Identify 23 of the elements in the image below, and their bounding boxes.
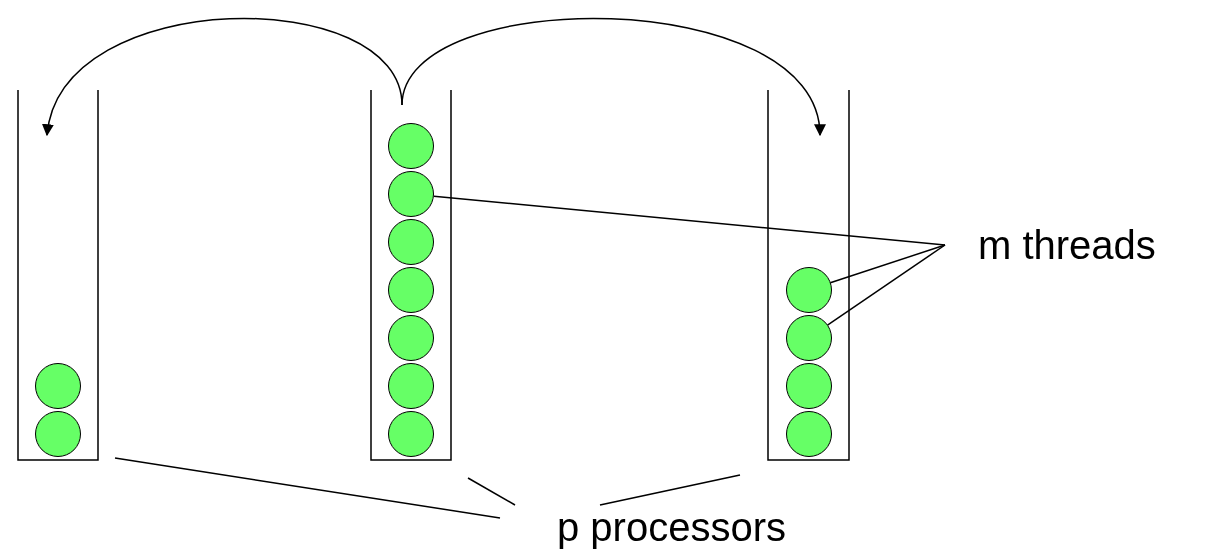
- leader-line: [829, 244, 946, 284]
- annotation-label: p processors: [557, 504, 786, 550]
- thread-circle: [785, 363, 832, 409]
- leader-line: [599, 474, 741, 506]
- thread-circle: [35, 363, 81, 409]
- leader-line: [467, 477, 516, 506]
- thread-circle: [388, 123, 434, 169]
- thread-circle: [388, 267, 434, 313]
- leader-line: [114, 457, 501, 519]
- leader-line: [433, 195, 946, 246]
- thread-circle: [388, 411, 434, 457]
- leader-line: [826, 244, 946, 326]
- thread-circle: [785, 411, 832, 457]
- thread-circle: [785, 315, 832, 361]
- thread-circle: [35, 411, 81, 457]
- thread-circle: [388, 315, 434, 361]
- thread-circle: [785, 267, 832, 313]
- curved-arrow: [401, 18, 824, 137]
- curved-arrow: [44, 18, 403, 137]
- thread-circle: [388, 171, 434, 217]
- annotation-label: m threads: [978, 222, 1156, 268]
- thread-circle: [388, 219, 434, 265]
- thread-circle: [388, 363, 434, 409]
